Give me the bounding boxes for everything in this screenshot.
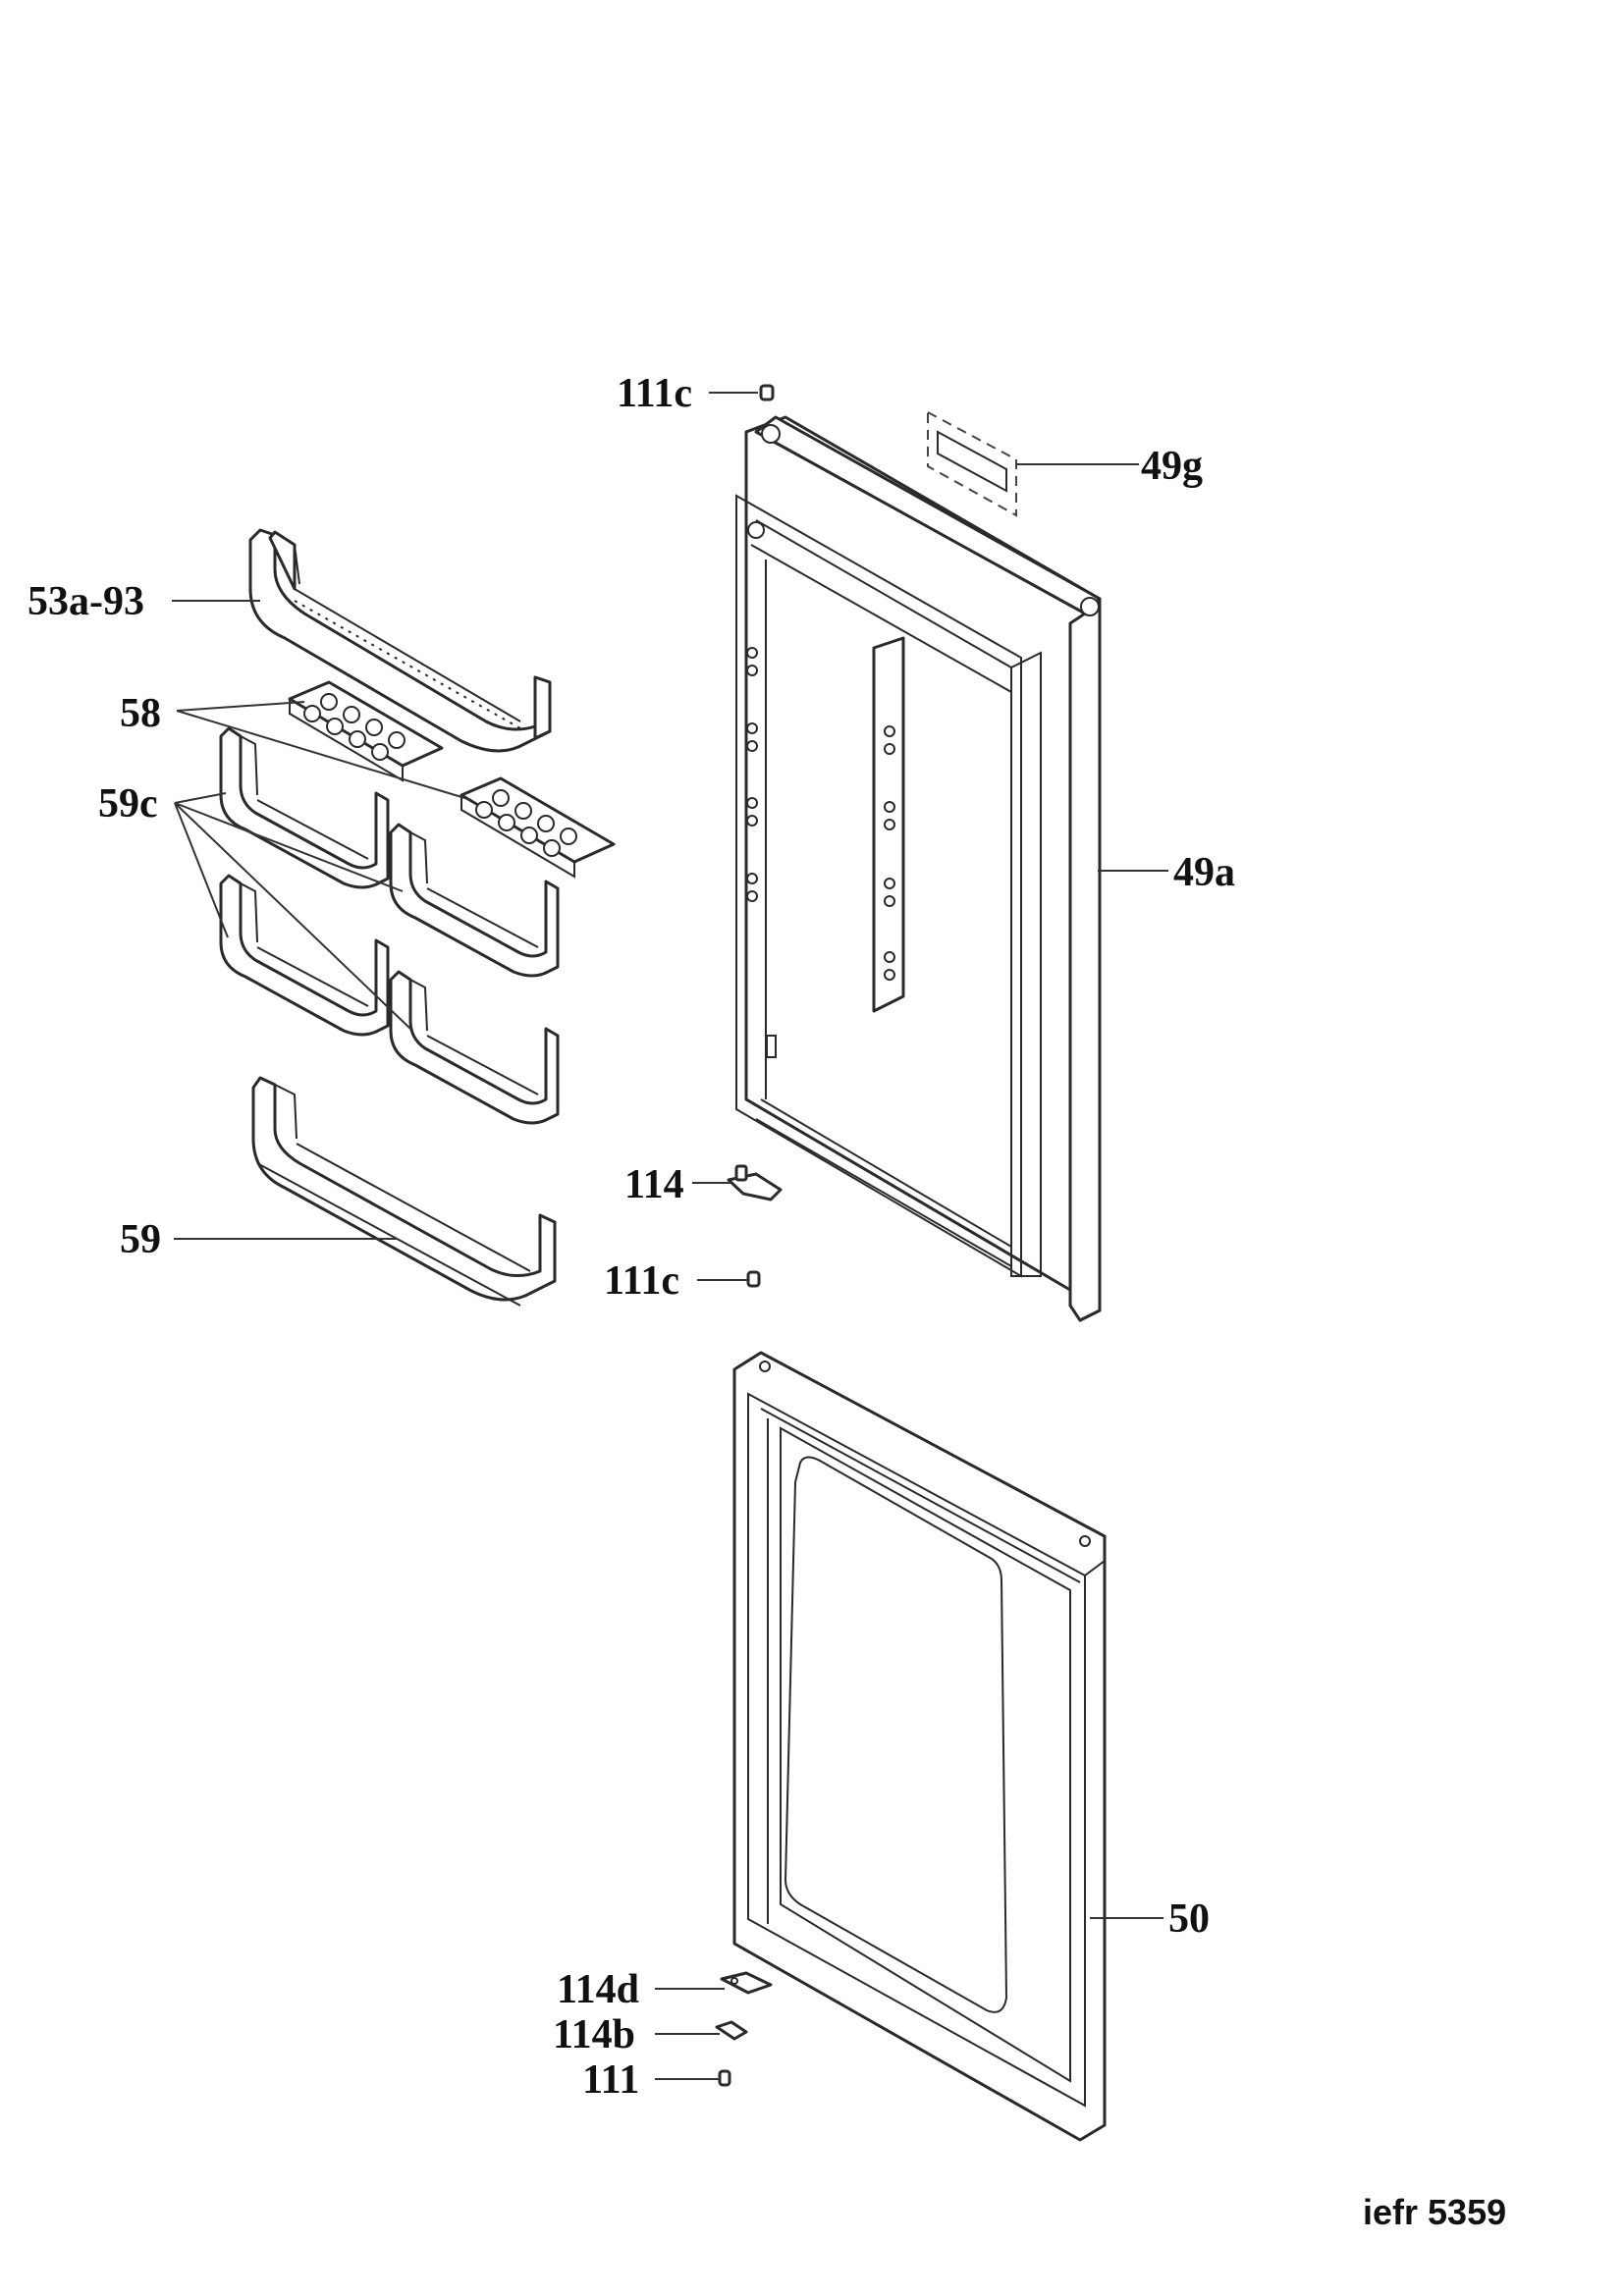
callout-114b: 114b (553, 2012, 635, 2057)
callout-114d: 114d (557, 1967, 639, 2012)
model-code: iefr 5359 (1363, 2192, 1506, 2232)
callout-111c-top: 111c (617, 371, 692, 416)
bin-59c-1 (219, 726, 390, 889)
callout-111: 111 (582, 2057, 639, 2103)
bin-59c-3 (219, 874, 390, 1037)
callout-114: 114 (624, 1162, 684, 1207)
bracket-114d (720, 1971, 773, 1995)
label-plate-49g (927, 410, 1017, 517)
pin-111c-bottom (746, 1270, 761, 1288)
callout-59: 59 (120, 1217, 161, 1262)
egg-tray-58-upper (288, 680, 444, 782)
hinge-114 (727, 1164, 783, 1201)
pin-111c-top (759, 384, 775, 401)
pin-111 (718, 2069, 731, 2087)
callout-labels: 111c 49g 53a-93 58 59c 49a 114 59 111c 5… (27, 371, 1235, 2103)
callout-58: 58 (120, 691, 161, 736)
bin-53a-93 (248, 528, 552, 753)
callout-53a-93: 53a-93 (27, 579, 144, 624)
callout-59c: 59c (98, 781, 158, 827)
bracket-114b (715, 2020, 748, 2041)
egg-tray-58-lower (460, 776, 616, 879)
bin-59 (251, 1076, 557, 1307)
leader-lines (172, 392, 1168, 2080)
lower-door-50 (732, 1351, 1107, 2142)
callout-49g: 49g (1141, 444, 1203, 489)
bin-59c-4 (389, 970, 560, 1125)
callout-49a: 49a (1173, 850, 1235, 895)
callout-50: 50 (1168, 1896, 1210, 1942)
upper-door-49a (735, 415, 1102, 1322)
callout-111c-bottom: 111c (604, 1258, 679, 1304)
bin-59c-2 (389, 823, 560, 978)
